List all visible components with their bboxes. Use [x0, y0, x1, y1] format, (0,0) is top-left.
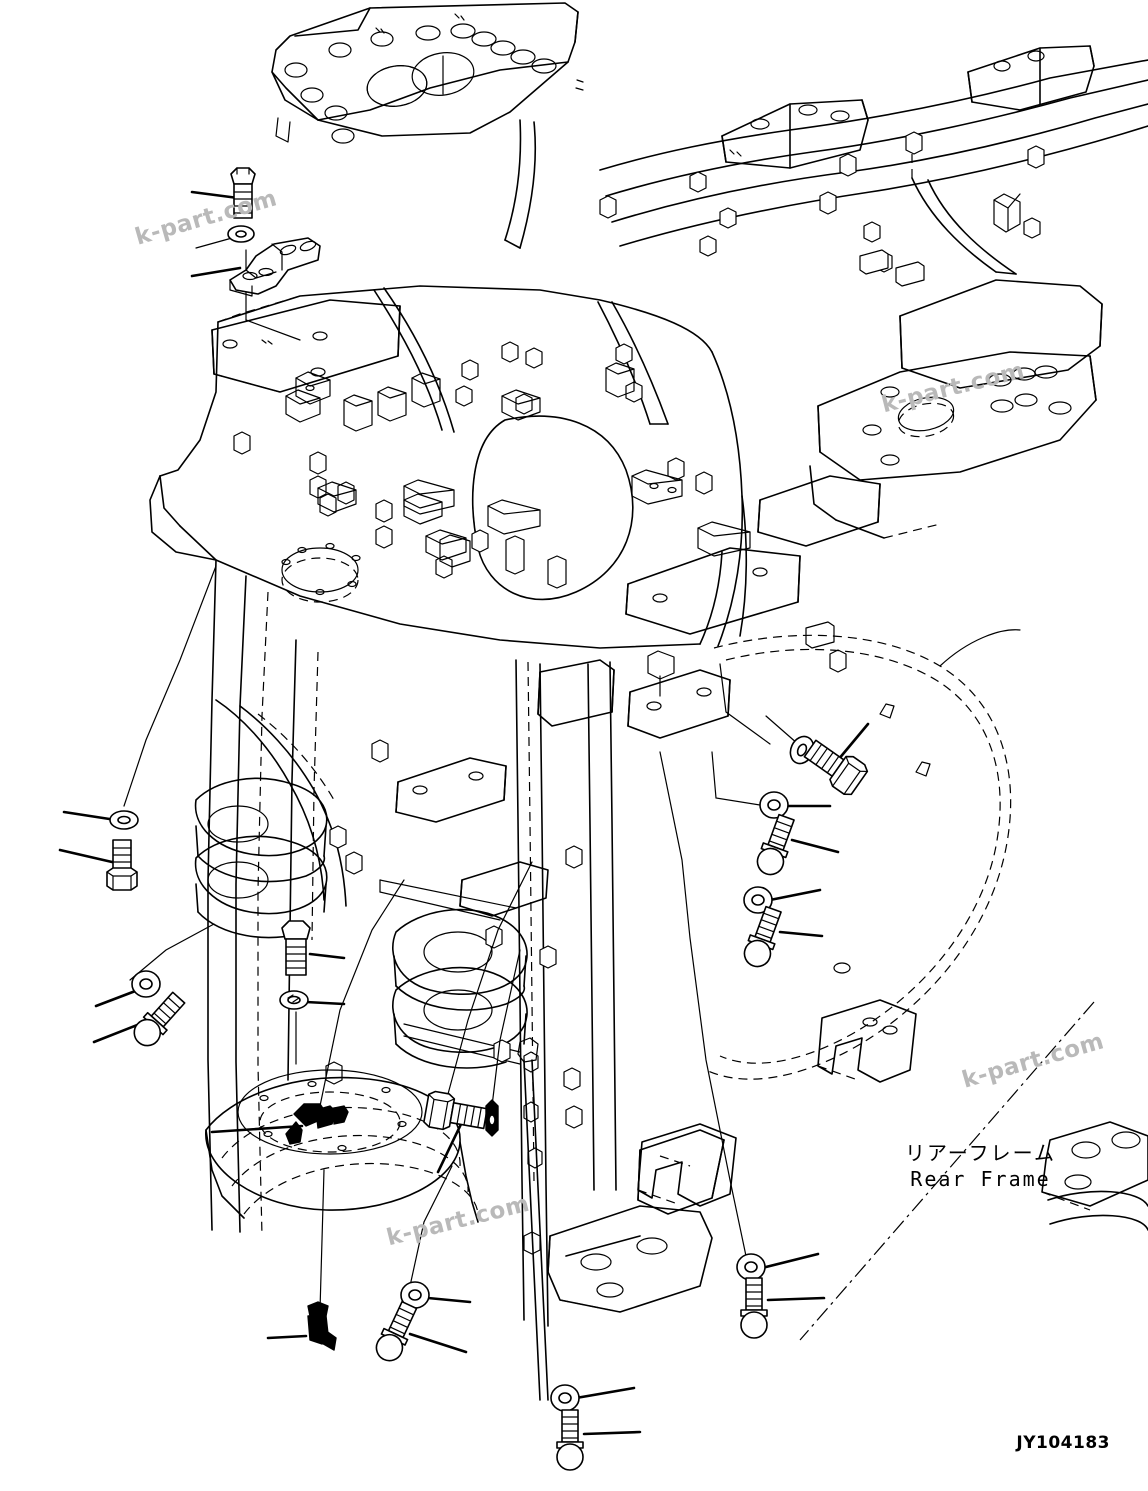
- drawing-number: JY104183: [1016, 1433, 1110, 1453]
- part-washer-left-upper: [109, 810, 139, 830]
- part-bracket-top-left: [229, 237, 321, 297]
- part-bolt-right-upper: [803, 739, 869, 796]
- title-block: リアーフレーム Rear Frame: [905, 1140, 1056, 1192]
- part-washer-right-mid: [759, 791, 789, 819]
- part-washer-mid-center: [279, 990, 309, 1010]
- part-bolt-right-low: [743, 905, 782, 968]
- part-bolt-left-upper: [106, 839, 138, 891]
- part-bolt-bottom-right: [740, 1277, 768, 1339]
- part-washer-bottom-center: [400, 1281, 430, 1309]
- part-bolt-mid-center: [281, 920, 311, 976]
- part-bolt-bottom-center: [375, 1300, 418, 1362]
- part-bolt-top-left: [230, 167, 256, 219]
- part-washer-bottom-low: [550, 1384, 580, 1412]
- title-jp: リアーフレーム: [905, 1141, 1056, 1165]
- part-bolt-center-fitting: [423, 1090, 488, 1131]
- part-pin-center: [485, 1099, 499, 1137]
- part-bolt-left-lower: [133, 991, 186, 1047]
- part-bolt-right-mid: [756, 813, 795, 876]
- main-frame-lower: [194, 559, 1148, 1401]
- part-washer-top-left: [227, 225, 255, 243]
- title-en: Rear Frame: [910, 1167, 1051, 1191]
- part-washer-left-lower: [131, 970, 161, 998]
- part-grease-fitting-bottom: [307, 1301, 337, 1351]
- main-frame-upper: [149, 285, 1097, 697]
- upper-frame-rails: [599, 45, 1148, 389]
- leader-lines: [58, 190, 870, 1436]
- part-washer-right-low: [743, 886, 773, 914]
- part-bolt-bottom-low: [556, 1409, 584, 1471]
- top-mounting-plate: [271, 2, 584, 249]
- part-washer-bottom-right: [736, 1253, 766, 1281]
- part-grease-fitting-left: [285, 1103, 349, 1145]
